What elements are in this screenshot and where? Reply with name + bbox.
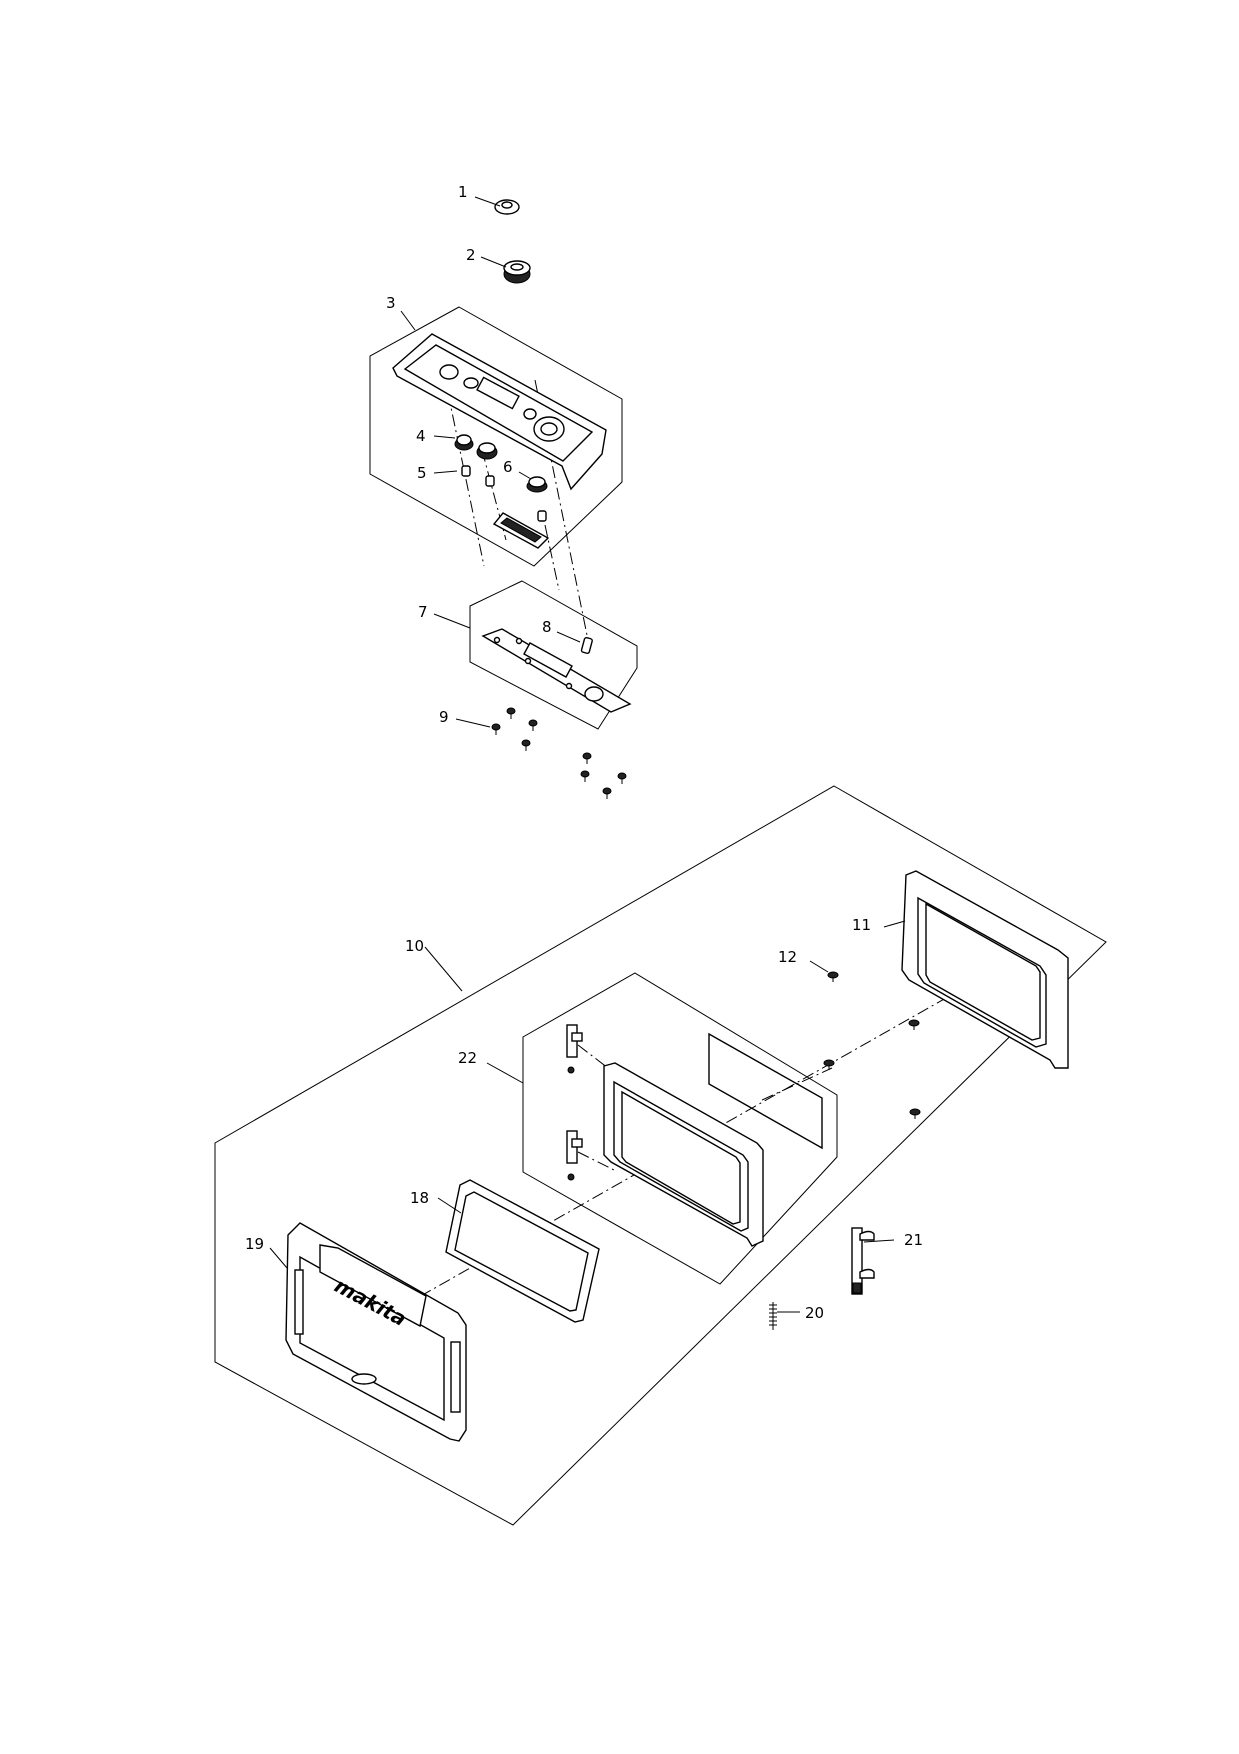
callout-1: 1 (458, 183, 468, 201)
assembly-line-mid (544, 524, 560, 591)
callout-11: 11 (852, 916, 871, 934)
part-6-knob (526, 476, 548, 493)
part-7-circuit-board (481, 628, 632, 713)
part-21-latch (851, 1227, 875, 1295)
callout-9: 9 (439, 708, 449, 726)
callout-21: 21 (904, 1231, 923, 1249)
assembly-line-knob-left (447, 392, 485, 567)
part-4-knob (454, 434, 474, 451)
part-5-button (461, 465, 547, 522)
frame-group-7 (469, 580, 638, 730)
part-8-connector (580, 636, 593, 655)
callout-2: 2 (466, 246, 476, 264)
part-4-knob-pair (476, 442, 498, 460)
part-11-door-frame (901, 870, 1069, 1069)
callout-19: 19 (245, 1235, 264, 1253)
part-12-screws (823, 971, 921, 1119)
part-22-door-assembly (566, 1024, 823, 1247)
callout-12: 12 (778, 948, 797, 966)
part-2-knob (503, 260, 531, 284)
callout-20: 20 (805, 1304, 824, 1322)
part-20-spring (769, 1302, 777, 1330)
callout-labels: 1 2 3 4 5 6 7 8 9 10 11 12 18 19 20 21 2… (245, 183, 923, 1322)
callout-10: 10 (405, 937, 424, 955)
callout-22: 22 (458, 1049, 477, 1067)
assembly-line-hinge-bottom (577, 1151, 615, 1171)
callout-8: 8 (542, 618, 552, 636)
leader-lines (269, 196, 906, 1313)
callout-3: 3 (386, 294, 396, 312)
frame-group-22 (522, 972, 838, 1285)
callout-7: 7 (418, 603, 428, 621)
part-3-control-panel (392, 333, 607, 491)
hinge-top (566, 1024, 583, 1074)
part-19-outer-door: makita (285, 1222, 467, 1442)
frame-group-10 (214, 785, 1107, 1526)
part-9-screws (491, 707, 627, 799)
callout-6: 6 (503, 458, 513, 476)
callout-18: 18 (410, 1189, 429, 1207)
callout-4: 4 (416, 427, 426, 445)
part-1-cap (494, 199, 520, 215)
display-window (492, 512, 550, 549)
frame-group-3 (369, 306, 623, 567)
hinge-bottom (566, 1130, 583, 1181)
part-18-glass-panel (445, 1179, 600, 1323)
callout-5: 5 (417, 464, 427, 482)
